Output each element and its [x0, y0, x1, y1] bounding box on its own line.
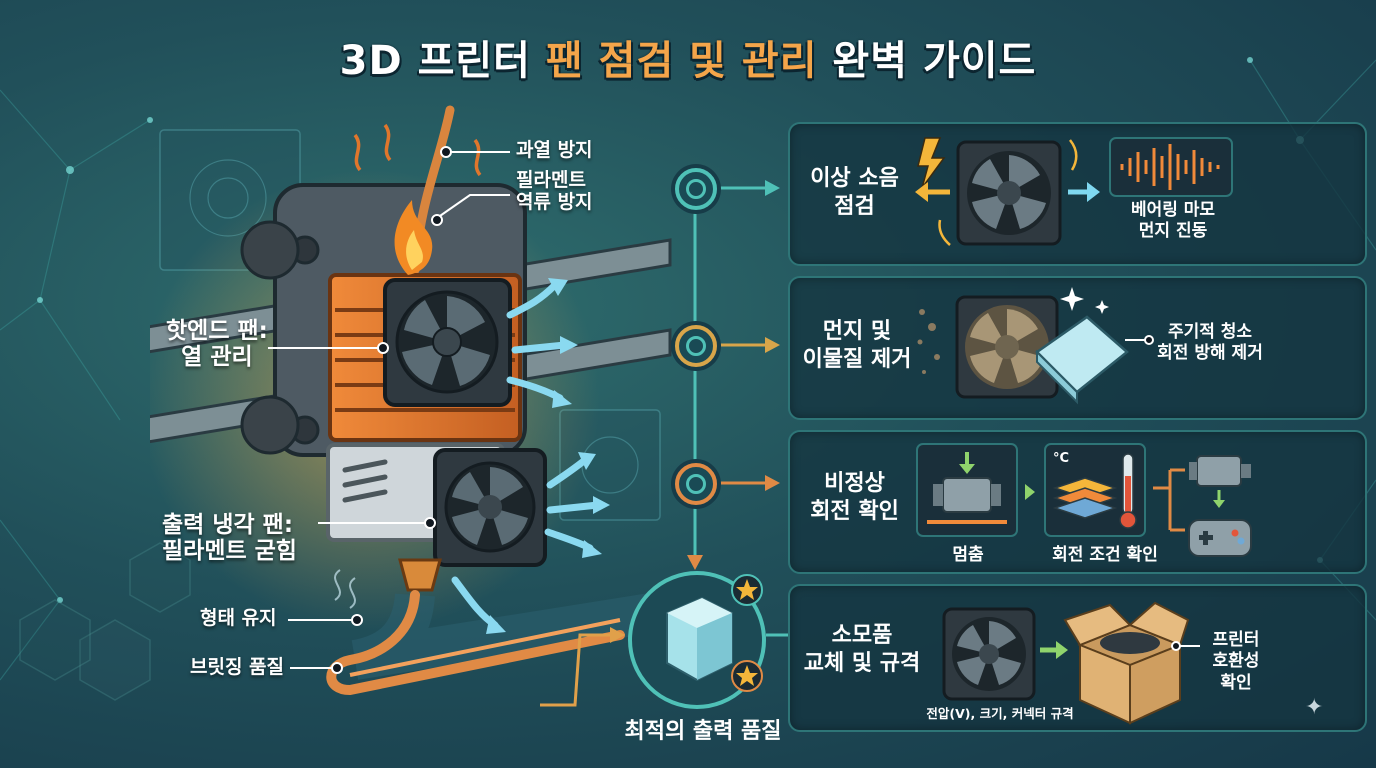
panel-dust-title-line2: 이물질 제거	[802, 346, 912, 372]
lightning-icon	[917, 137, 946, 189]
flame-icon	[353, 123, 482, 275]
motor-icon	[1189, 455, 1251, 487]
panel-parts-label: 프린터 호환성 확인	[1196, 630, 1276, 694]
dust-fan-illustration	[917, 287, 1129, 405]
label-hotend-fan-line1: 핫엔드 팬:	[166, 318, 268, 344]
arrow-right-icon	[1068, 182, 1100, 202]
panel-parts-title: 소모품 교체 및 규격	[792, 622, 932, 677]
panel-rotation-title-line2: 회전 확인	[810, 498, 899, 524]
panel-parts-replacement	[788, 584, 1367, 732]
left-callout-lines	[332, 147, 451, 673]
label-bridging: 브릿징 품질	[190, 656, 285, 678]
panel-parts-label-line2: 호환성	[1212, 651, 1260, 672]
nozzle	[398, 558, 442, 592]
arrow-icon	[1025, 484, 1035, 500]
flow-node-3	[675, 463, 717, 505]
label-filament-reverse-line2: 역류 방지	[516, 190, 593, 213]
title-prefix: 3D 프린터	[339, 38, 546, 84]
label-print-cooling-fan-line2: 필라멘트 굳힘	[162, 538, 297, 565]
sparkle-icon	[1060, 287, 1109, 314]
gamepad-icon	[1188, 519, 1252, 557]
flow-node-2	[675, 325, 717, 367]
label-overheat: 과열 방지	[516, 139, 593, 161]
panel-dust-title-line1: 먼지 및	[822, 319, 892, 344]
arrow-icon	[1040, 641, 1068, 659]
printed-layers	[326, 590, 674, 696]
parts-illustration	[942, 601, 1190, 725]
panel-parts-title-line1: 소모품	[831, 623, 893, 648]
panel-parts-title-line2: 교체 및 규격	[803, 650, 921, 676]
panel-parts-label-line1: 프린터	[1212, 630, 1260, 650]
package-box-icon	[1063, 601, 1190, 725]
result-label: 최적의 출력 품질	[624, 719, 782, 744]
panel-rotation-title-line1: 비정상	[824, 471, 885, 496]
label-hotend-fan-line2: 열 관리	[181, 344, 253, 371]
panel-dust-label: 주기적 청소 회전 방해 제거	[1145, 322, 1275, 365]
result-badge	[628, 571, 766, 709]
noise-fan-illustration	[915, 137, 1233, 246]
label-filament-reverse: 필라멘트 역류 방지	[516, 169, 593, 214]
label-hotend-fan: 핫엔드 팬: 열 관리	[166, 318, 268, 371]
page-title: 3D 프린터 팬 점검 및 관리 완벽 가이드	[0, 28, 1376, 86]
panel-rotation-stop-label: 멈춤	[952, 545, 984, 565]
panel-noise-title-line1: 이상 소음	[810, 166, 899, 191]
part-cooling-fan	[433, 448, 547, 567]
panel-noise-label: 베어링 마모 먼지 진동	[1108, 200, 1238, 243]
panel-noise-label-line1: 베어링 마모	[1130, 200, 1216, 220]
hotend-fan	[383, 278, 512, 407]
label-filament-reverse-line1: 필라멘트	[516, 169, 586, 191]
title-suffix: 완벽 가이드	[817, 38, 1037, 84]
panel-dust-label-line2: 회전 방해 제거	[1157, 343, 1263, 364]
panel-rotation-cond-label: 회전 조건 확인	[1052, 545, 1158, 565]
panel-parts-label-line3: 확인	[1220, 672, 1252, 693]
title-highlight: 팬 점검 및 관리	[545, 38, 818, 84]
panel-parts-spec: 전압(V), 크기, 커넥터 규격	[926, 706, 1074, 721]
panel-dust-label-line1: 주기적 청소	[1167, 322, 1253, 342]
flow-node-1	[675, 168, 717, 210]
rotation-illustration: °C	[916, 443, 1252, 557]
label-print-cooling-fan-line1: 출력 냉각 팬:	[162, 512, 294, 538]
panel-noise-label-line2: 먼지 진동	[1138, 221, 1208, 242]
cleaning-sponge-icon	[1035, 315, 1129, 405]
sparkle-icon: ✦	[1305, 695, 1324, 720]
temp-unit: °C	[1053, 451, 1069, 466]
print-head-illustration	[150, 105, 674, 696]
panel-noise-title-line2: 점검	[834, 193, 875, 219]
panel-rotation-title: 비정상 회전 확인	[792, 470, 917, 525]
panel-noise-title: 이상 소음 점검	[792, 165, 917, 220]
arrow-left-icon	[915, 182, 950, 202]
label-print-cooling-fan: 출력 냉각 팬: 필라멘트 굳힘	[162, 512, 297, 565]
panel-dust-title: 먼지 및 이물질 제거	[792, 318, 922, 373]
label-shape-keep: 형태 유지	[200, 607, 277, 629]
